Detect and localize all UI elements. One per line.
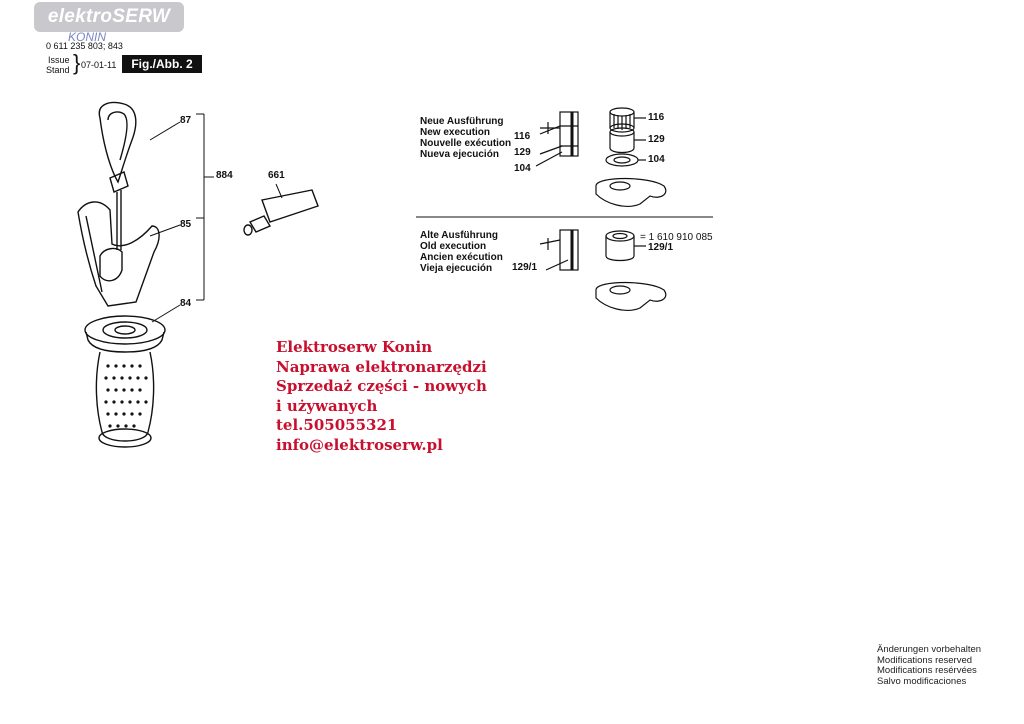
shop-email[interactable]: info@elektroserw.pl — [276, 435, 443, 454]
issue-label: Issue — [48, 55, 70, 65]
new-right-label-116: 116 — [648, 112, 665, 123]
holder-85 — [77, 201, 160, 307]
modifications-es: Salvo modificaciones — [877, 675, 967, 687]
modifications-notice: Änderungen vorbehalten Modifications res… — [877, 644, 982, 687]
old-right-label-129-1: 129/1 — [648, 242, 674, 253]
label-85: 85 — [180, 219, 192, 230]
grease-tube-661 — [261, 189, 319, 223]
modifications-fr: Modifications resérvées — [877, 665, 977, 676]
new-right-label-129: 129 — [648, 134, 665, 145]
brand-logo: elektroSERW — [34, 2, 184, 32]
new-execution-fr: Nouvelle exécution — [420, 138, 512, 149]
old-execution-section — [539, 229, 579, 271]
issue-date: 07-01-11 — [81, 60, 117, 70]
old-execution-de: Alte Ausführung — [420, 230, 498, 241]
old-part-number: = 1 610 910 085 — [640, 232, 713, 243]
old-left-label-129-1: 129/1 — [512, 262, 538, 273]
leader-lines-left — [149, 113, 283, 323]
new-execution-section — [535, 111, 579, 167]
new-right-label-104: 104 — [648, 154, 665, 165]
new-execution-es: Nueva ejecución — [420, 149, 499, 160]
handle-grip-84 — [95, 351, 155, 442]
old-execution-parts — [595, 230, 667, 311]
shop-name: Elektroserw Konin — [276, 338, 433, 356]
shop-info: Elektroserw Konin Naprawa elektronarzędz… — [276, 338, 487, 455]
shop-sales: Sprzedaż części - nowych — [276, 377, 487, 395]
handle-disc-84 — [84, 315, 166, 345]
new-execution-parts — [595, 107, 667, 207]
label-661: 661 — [268, 170, 285, 181]
label-84: 84 — [180, 298, 192, 309]
figure-label: Fig./Abb. 2 — [122, 55, 202, 73]
modifications-en: Modifications reserved — [877, 654, 973, 666]
old-execution-es: Vieja ejecución — [420, 263, 493, 274]
shop-phone: tel.505055321 — [276, 416, 398, 434]
label-87: 87 — [180, 115, 192, 126]
new-left-label-129: 129 — [514, 147, 531, 158]
new-execution-en: New execution — [420, 127, 491, 138]
new-left-label-104: 104 — [514, 163, 531, 174]
shop-service: Naprawa elektronarzędzi — [276, 357, 487, 376]
new-left-label-116: 116 — [514, 131, 531, 142]
shop-sales-cont: i używanych — [276, 396, 378, 415]
old-execution-fr: Ancien exécution — [420, 252, 503, 263]
clamp-loop-87 — [98, 101, 137, 184]
new-execution-de: Neue Ausführung — [420, 116, 504, 127]
stand-label: Stand — [46, 65, 70, 75]
grip-texture — [104, 364, 148, 428]
part-numbers: 0 611 235 803; 843 — [46, 41, 123, 51]
modifications-de: Änderungen vorbehalten — [877, 644, 982, 655]
brand-logo-sub: KONIN — [68, 30, 107, 44]
old-execution-en: Old execution — [420, 241, 487, 252]
label-884: 884 — [216, 170, 233, 181]
brace-icon: } — [73, 50, 81, 75]
